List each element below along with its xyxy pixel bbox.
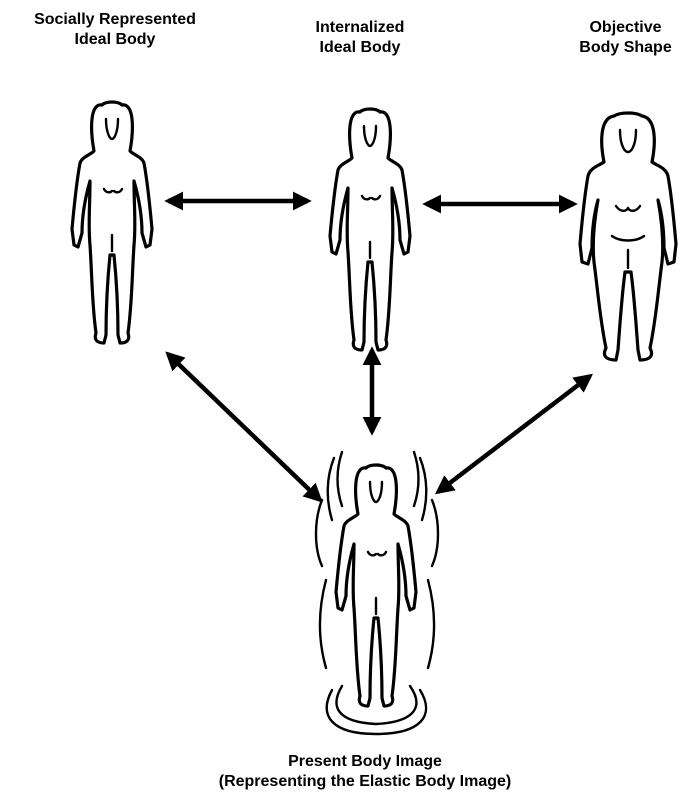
objective-body-figure <box>580 113 676 360</box>
arrow-social-present <box>168 354 320 500</box>
socially-represented-label-line1: Socially Represented <box>0 10 230 30</box>
socially-represented-label: Socially Represented Ideal Body <box>0 10 230 50</box>
present-body-figure <box>336 465 416 706</box>
present-body-label-line2: (Representing the Elastic Body Image) <box>150 772 580 792</box>
present-body-label: Present Body Image (Representing the Ela… <box>150 752 580 792</box>
arrow-objective-present <box>438 376 590 492</box>
present-body-label-line1: Present Body Image <box>150 752 580 772</box>
objective-label-line2: Body Shape <box>555 38 696 58</box>
internalized-label: Internalized Ideal Body <box>285 18 435 58</box>
socially-represented-label-line2: Ideal Body <box>0 30 230 50</box>
internalized-figure <box>330 109 410 350</box>
internalized-label-line1: Internalized <box>285 18 435 38</box>
internalized-label-line2: Ideal Body <box>285 38 435 58</box>
socially-represented-figure <box>72 102 152 343</box>
objective-label-line1: Objective <box>555 18 696 38</box>
objective-label: Objective Body Shape <box>555 18 696 58</box>
